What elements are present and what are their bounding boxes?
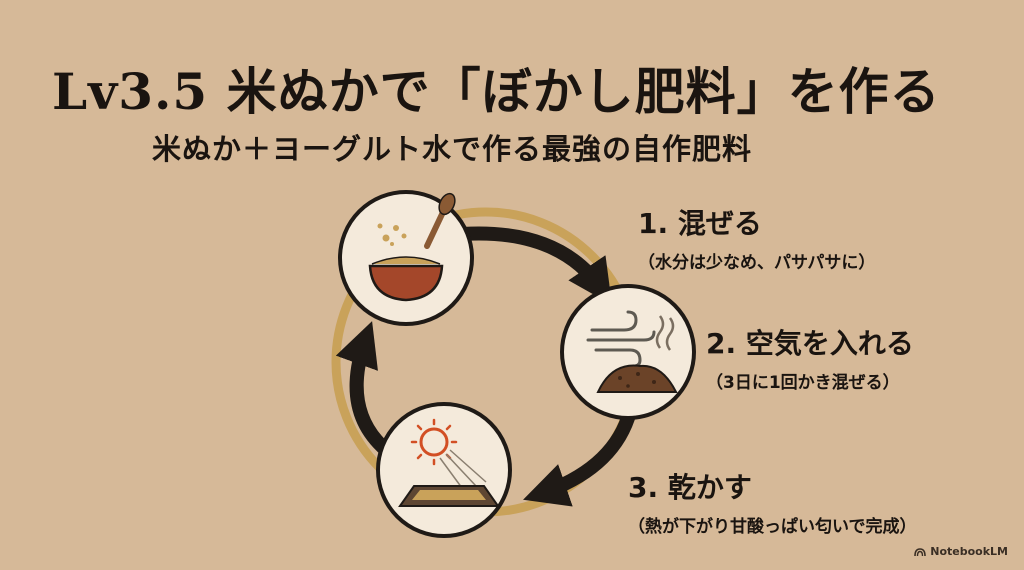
page-subtitle: 米ぬか＋ヨーグルト水で作る最強の自作肥料 <box>152 132 753 166</box>
step-1-label: 1. 混ぜる <box>638 207 762 240</box>
step-1: 1. 混ぜる （水分は少なめ、パサパサに） <box>638 202 875 273</box>
arrow-air-to-dry <box>523 411 635 507</box>
wind-compost-icon <box>560 284 696 420</box>
step-2: 2. 空気を入れる （3日に1回かき混ぜる） <box>706 322 914 393</box>
page-title: Lv3.5 米ぬかで「ぼかし肥料」を作る <box>52 62 941 121</box>
notebooklm-logo-icon <box>914 547 927 556</box>
step-1-note: （水分は少なめ、パサパサに） <box>638 253 876 273</box>
arrow-mix-to-air <box>455 226 613 305</box>
mixing-bowl-icon <box>338 190 474 326</box>
watermark-text: NotebookLM <box>930 545 1008 558</box>
step-2-note: （3日に1回かき混ぜる） <box>706 373 900 393</box>
sun-drying-tray-icon <box>376 402 512 538</box>
step-3: 3. 乾かす （熱が下がり甘酸っぱい匂いで完成） <box>628 466 917 537</box>
arrow-dry-to-mix <box>335 321 393 457</box>
step-3-note: （熱が下がり甘酸っぱい匂いで完成） <box>628 517 917 537</box>
step-3-label: 3. 乾かす <box>628 471 752 504</box>
step-2-label: 2. 空気を入れる <box>706 327 914 360</box>
watermark: NotebookLM <box>914 545 1008 558</box>
